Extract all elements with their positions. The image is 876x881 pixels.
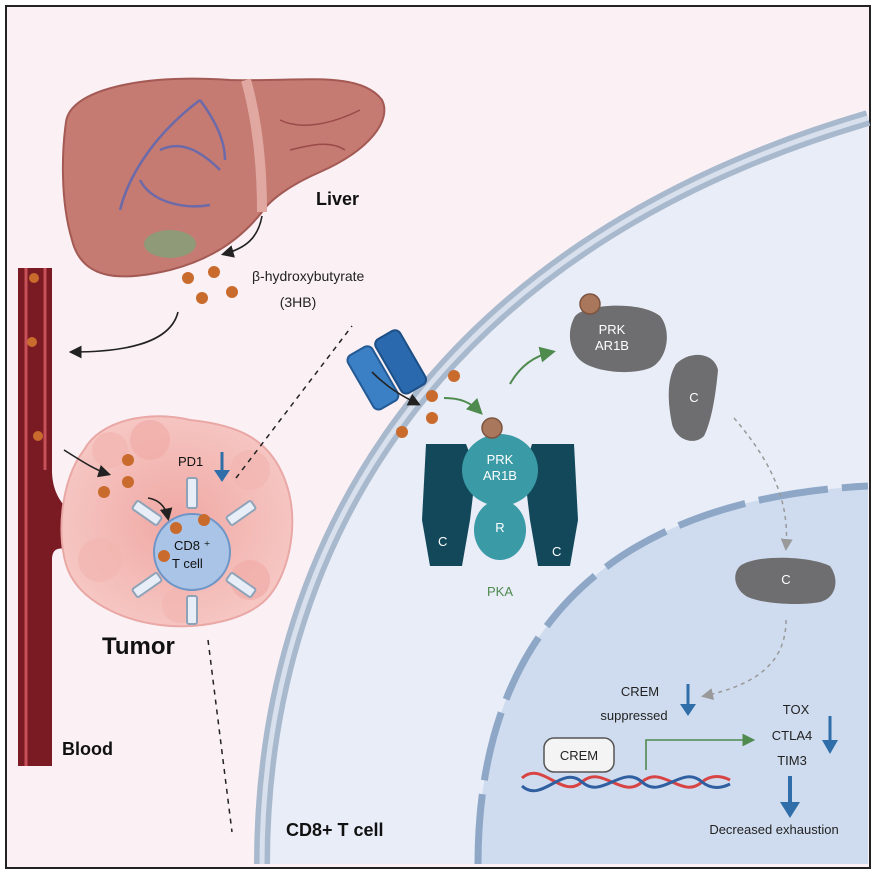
- cell-title: CD8+ T cell: [286, 820, 384, 840]
- free-prk-line2: AR1B: [595, 338, 629, 353]
- crem-box-label: CREM: [560, 748, 598, 763]
- transport-arrow: [371, 371, 421, 406]
- liver-to-3hb-arrow: [220, 215, 263, 258]
- exhaustion-down-arrow: [780, 776, 800, 818]
- free-prk-line1: PRK: [599, 322, 626, 337]
- pka-c-left: C: [438, 534, 447, 549]
- nucleus-c-label: C: [781, 572, 790, 587]
- dissociation-arrow: [509, 346, 556, 385]
- metabolite-dot: [33, 431, 43, 441]
- crem-protein: [543, 737, 615, 773]
- zoom-line: [207, 639, 233, 833]
- c-subunit-free: [668, 354, 718, 441]
- metabolite-dot: [29, 273, 39, 283]
- metabolite-dot: [426, 390, 438, 402]
- c-subunit-nucleus: [735, 557, 836, 604]
- pd1-down-arrow: [214, 452, 230, 482]
- gene-tox: TOX: [783, 702, 810, 717]
- blood-to-tumor-arrow: [63, 449, 112, 478]
- pka-prk-line1: PRK: [487, 452, 514, 467]
- gene-ctla4: CTLA4: [772, 728, 812, 743]
- 3hb-to-pka-arrow: [443, 397, 483, 415]
- liver: [61, 77, 386, 278]
- blood-label: Blood: [62, 739, 113, 759]
- cd8-label-line1: CD8 ⁺: [174, 538, 210, 553]
- metabolite-dot: [122, 476, 134, 488]
- zoom-line: [235, 325, 353, 479]
- c-to-crem-arrow: [701, 619, 787, 700]
- metabolite-dot: [448, 370, 460, 382]
- pka-prk-line2: AR1B: [483, 468, 517, 483]
- metabolite-dot: [98, 486, 110, 498]
- liver-label: Liver: [316, 189, 359, 209]
- metabolite-dot: [396, 426, 408, 438]
- free-c-label: C: [689, 390, 698, 405]
- 3hb-cluster: [182, 266, 238, 304]
- c-to-nucleus-arrow: [733, 417, 793, 551]
- pka-complex: [422, 417, 578, 566]
- crem-status-line1: CREM: [621, 684, 659, 699]
- cd8-t-cell-small: [131, 477, 257, 625]
- crem-down-arrow: [680, 684, 696, 716]
- genes-down-arrow: [822, 716, 838, 754]
- pka-c-right: C: [552, 544, 561, 559]
- outcome-label: Decreased exhaustion: [709, 822, 838, 837]
- crem-regulation-arrow: [645, 733, 756, 770]
- dna-helix: [520, 771, 731, 793]
- gene-tim3: TIM3: [777, 753, 807, 768]
- metabolite-abbr: (3HB): [280, 294, 317, 310]
- tumor-to-tcell-arrow: [147, 497, 173, 522]
- metabolite-dot: [27, 337, 37, 347]
- metabolite-name: β-hydroxybutyrate: [252, 268, 365, 284]
- tumor-label: Tumor: [102, 633, 175, 660]
- metabolite-dot: [426, 412, 438, 424]
- pd1-label: PD1: [178, 454, 203, 469]
- metabolite-dot: [122, 454, 134, 466]
- pka-label: PKA: [487, 584, 513, 599]
- cd8-label-line2: T cell: [172, 556, 203, 571]
- transporter: [346, 329, 428, 411]
- crem-status-line2: suppressed: [600, 708, 667, 723]
- prkar1b-free: [569, 293, 667, 373]
- 3hb-to-blood-arrow: [68, 311, 179, 359]
- pka-r-label: R: [495, 520, 504, 535]
